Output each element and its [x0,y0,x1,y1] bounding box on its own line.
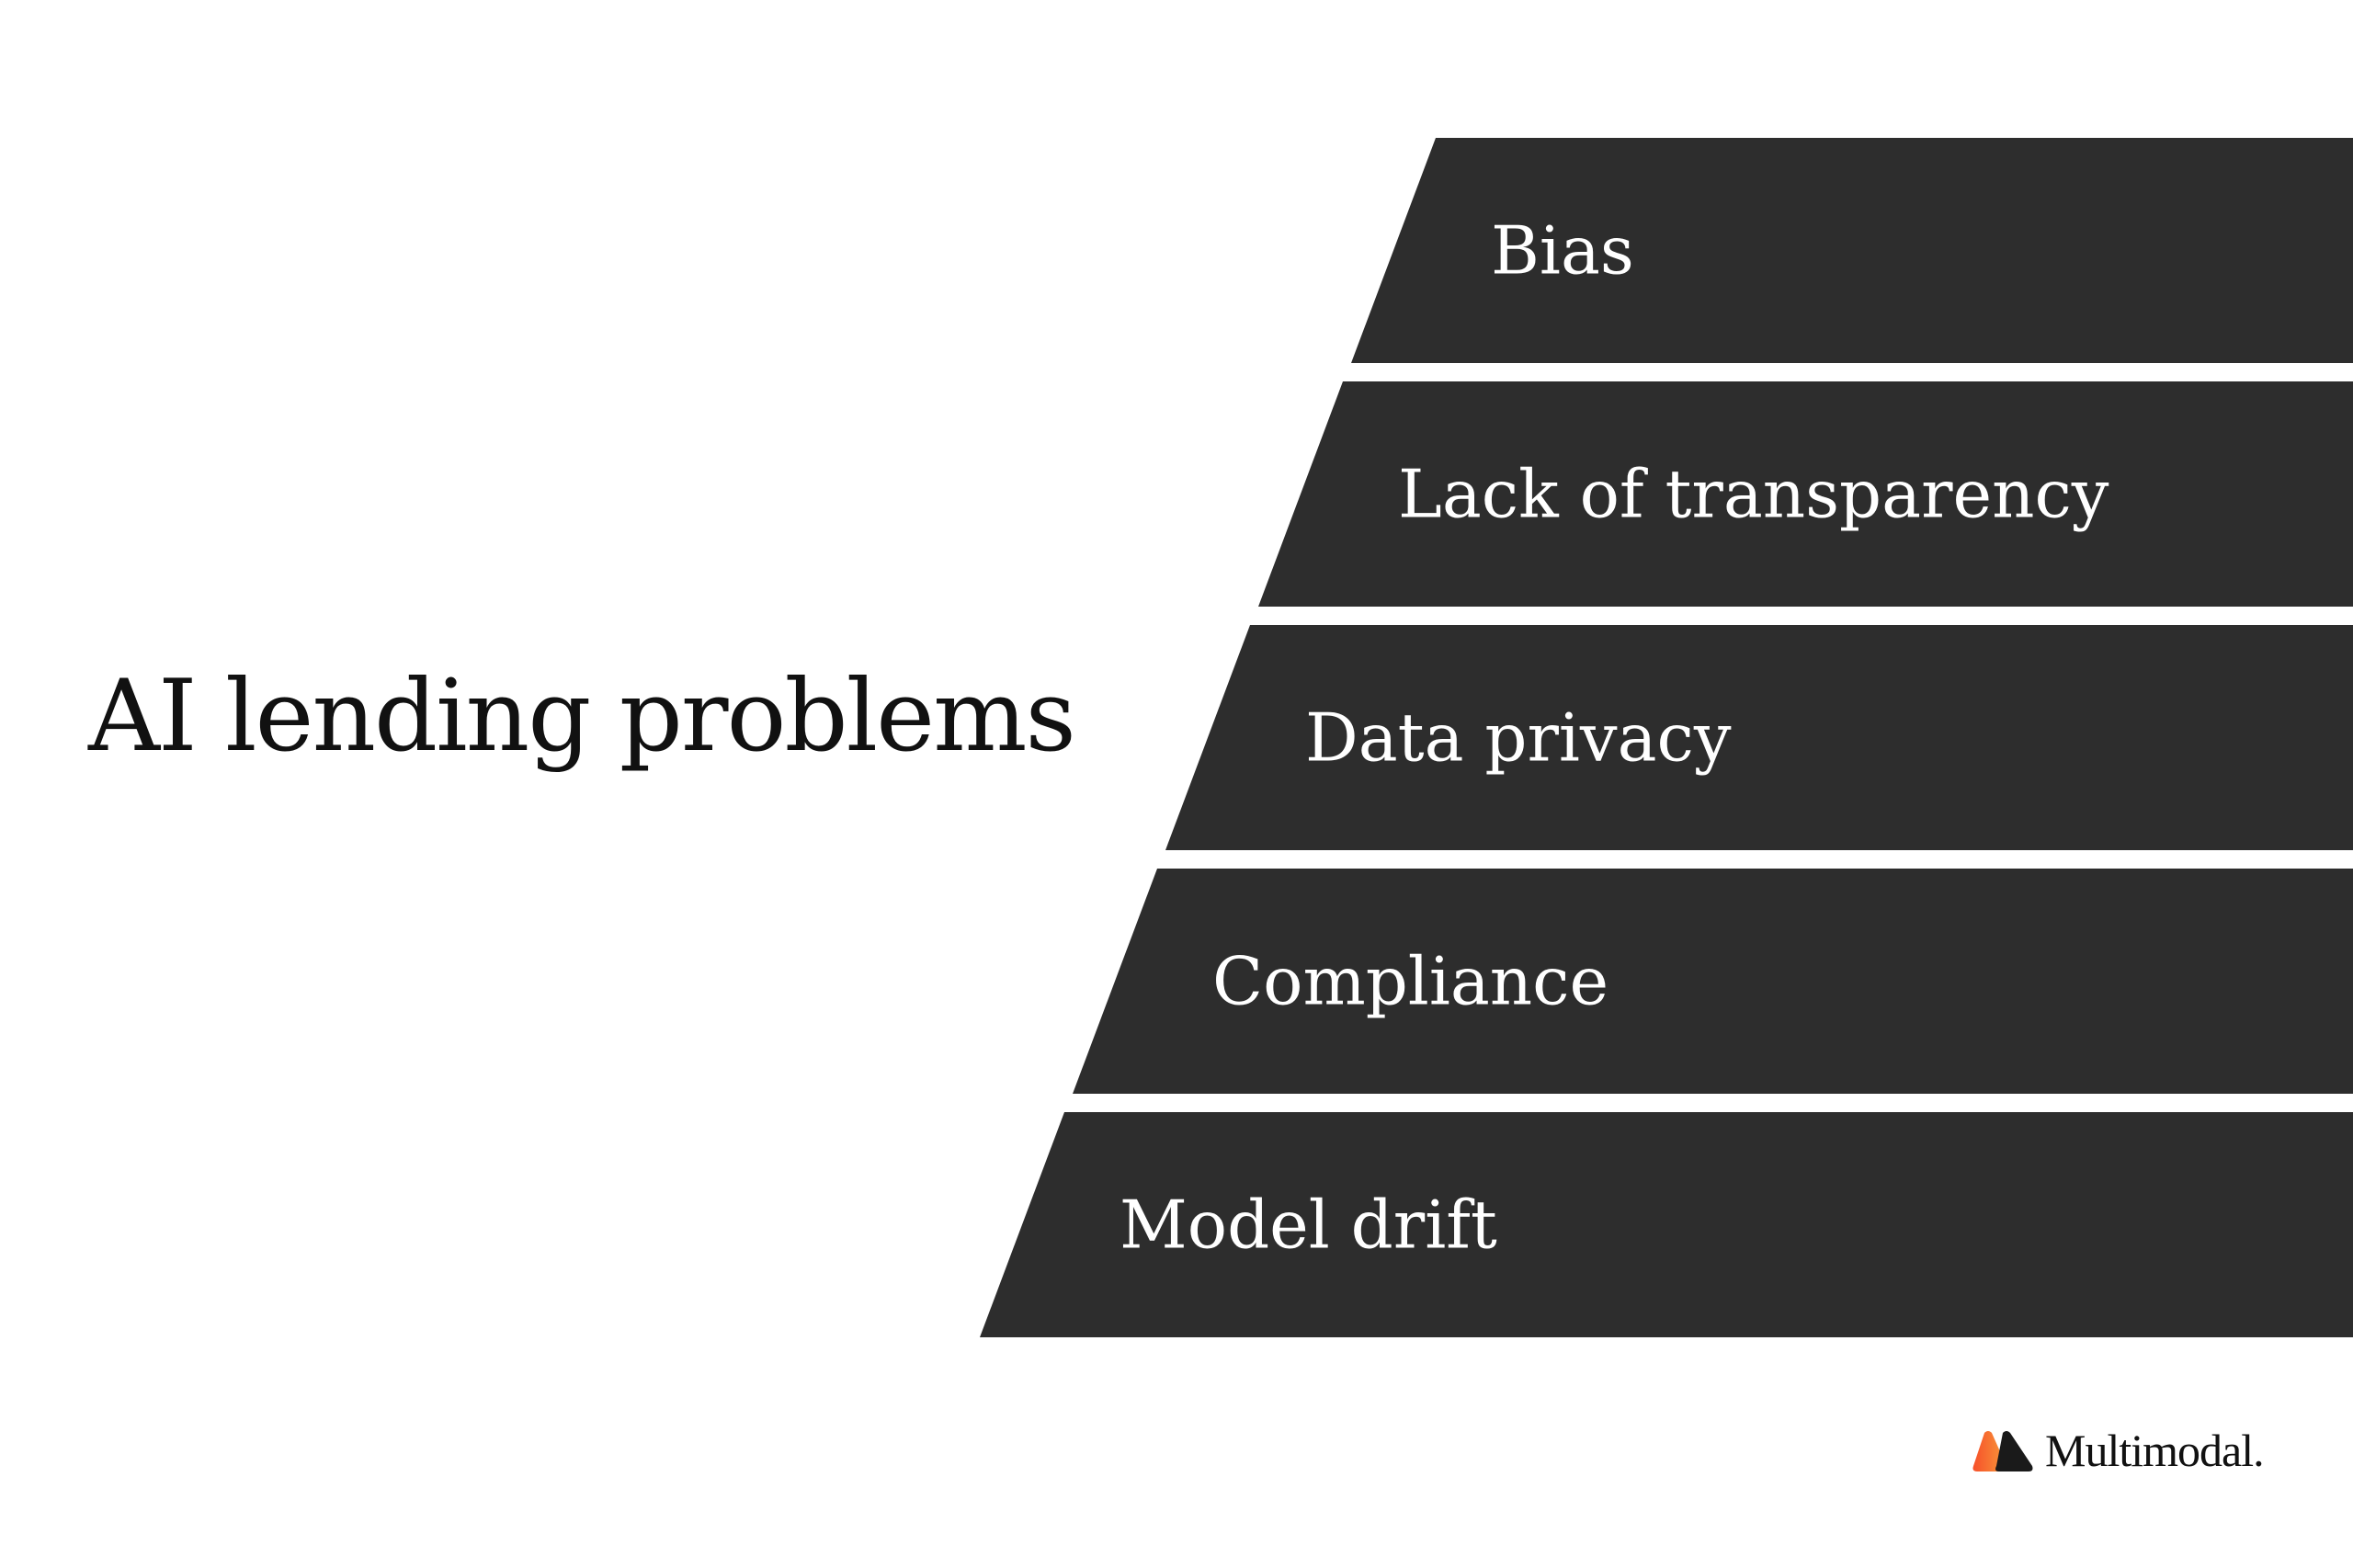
layer-label-3: Data privacy [1305,699,1732,777]
layer-band-3 [1165,625,2353,850]
layer-label-2: Lack of transparency [1398,456,2109,533]
page-title: AI lending problems [88,659,1076,774]
layer-label-1: Bias [1491,212,1634,290]
layer-label-5: Model drift [1120,1187,1497,1264]
brand-name: Multimodal. [2045,1425,2265,1476]
brand-logo: Multimodal. [1972,1423,2265,1478]
multimodal-logo-icon [1972,1431,2033,1471]
layer-label-4: Compliance [1212,943,1608,1020]
layer-band-4 [1073,869,2353,1094]
layer-band-1 [1351,138,2353,363]
layer-band-2 [1258,381,2353,607]
layer-band-5 [980,1112,2353,1337]
